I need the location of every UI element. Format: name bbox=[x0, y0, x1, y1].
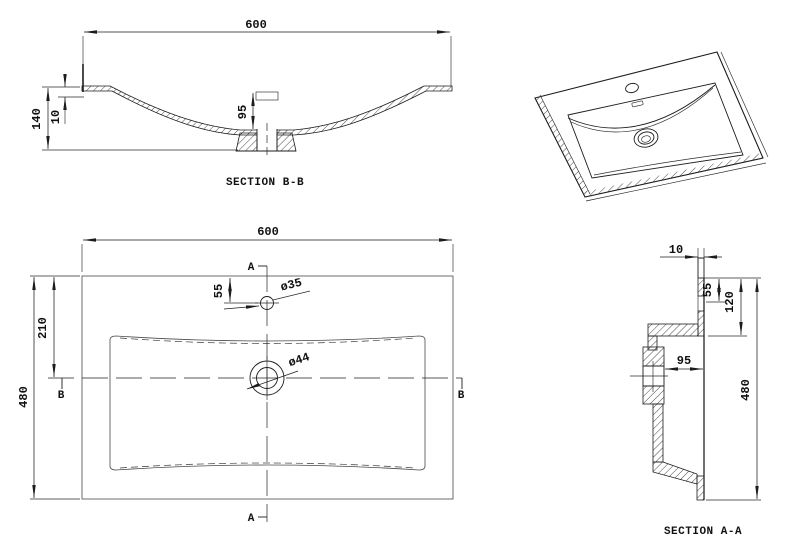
persp-basin-curve-outer bbox=[567, 84, 716, 129]
section-bb-label: SECTION B-B bbox=[226, 177, 304, 189]
bb-deck-cut-band bbox=[81, 85, 453, 136]
bb-drain-block-right bbox=[276, 132, 297, 152]
persp-faucet-hole bbox=[625, 82, 639, 94]
section-aa-label: SECTION A-A bbox=[664, 526, 742, 538]
persp-basin-bottom-curve bbox=[593, 151, 742, 176]
bb-dim-10: 10 bbox=[49, 110, 63, 124]
persp-edge-bottom-outer bbox=[585, 162, 767, 202]
plan-dim-dia35: ø35 bbox=[279, 276, 303, 295]
section-aa-view: 10 95 55 120 480 S bbox=[630, 243, 761, 538]
aa-bottom-foot bbox=[696, 475, 705, 501]
persp-outer-panel bbox=[534, 51, 764, 198]
persp-edge-right-outer bbox=[720, 51, 769, 158]
aa-dim-95: 95 bbox=[677, 354, 691, 368]
bb-drain-block-left bbox=[235, 132, 258, 152]
aa-dim-55: 55 bbox=[701, 283, 715, 297]
aa-dim-120: 120 bbox=[723, 291, 737, 313]
persp-left-edge-hatch bbox=[535, 95, 590, 197]
plan-marker-a-bottom: A bbox=[248, 513, 255, 525]
persp-drain-mid bbox=[637, 131, 655, 145]
plan-leader-44-line bbox=[246, 370, 299, 390]
aa-basin-rim-bar bbox=[647, 323, 699, 337]
plan-basin-hidden-bottom bbox=[119, 462, 416, 469]
aa-deck-strip-lower bbox=[697, 310, 705, 337]
persp-drain-cap bbox=[641, 135, 651, 143]
aa-dim-10: 10 bbox=[669, 243, 683, 257]
plan-dim-dia44: ø44 bbox=[287, 350, 312, 370]
plan-marker-b-left: B bbox=[58, 390, 65, 402]
persp-left-edge-inner bbox=[539, 94, 591, 195]
persp-basin-curve-inner bbox=[570, 87, 714, 133]
plan-dim-55: 55 bbox=[212, 284, 226, 298]
aa-drain-flange-lower bbox=[642, 385, 665, 405]
plan-leader-35-line bbox=[272, 290, 311, 301]
bb-dim-140: 140 bbox=[30, 108, 44, 130]
plan-dim-600: 600 bbox=[257, 225, 279, 239]
section-bb-view: 600 95 140 10 SECTION B-B bbox=[30, 18, 453, 189]
bb-dim-600: 600 bbox=[245, 18, 267, 32]
plan-view: 600 480 210 55 ø35 bbox=[17, 225, 465, 525]
aa-top-rim-wall bbox=[697, 257, 705, 278]
aa-basin-wall-lower bbox=[652, 403, 664, 463]
plan-inner-basin bbox=[109, 335, 426, 471]
persp-bottom-edge-hatch bbox=[584, 153, 763, 197]
plan-outer-rim bbox=[81, 275, 454, 500]
bb-dim-95: 95 bbox=[236, 105, 250, 119]
aa-dim-480: 480 bbox=[739, 379, 753, 401]
plan-dim-210: 210 bbox=[36, 317, 50, 339]
perspective-view bbox=[534, 51, 769, 202]
persp-basin-rim bbox=[567, 82, 744, 179]
persp-drain-outer bbox=[633, 128, 659, 148]
aa-basin-bottom-band bbox=[652, 461, 698, 485]
plan-marker-b-right: B bbox=[458, 390, 465, 402]
persp-overflow-slot bbox=[631, 100, 644, 108]
plan-dim-480: 480 bbox=[17, 386, 31, 408]
plan-leader-35-arrow bbox=[223, 305, 260, 310]
bb-overflow-slot bbox=[255, 91, 279, 101]
plan-marker-a-top: A bbox=[248, 262, 255, 274]
aa-drain-flange-upper bbox=[642, 346, 665, 367]
